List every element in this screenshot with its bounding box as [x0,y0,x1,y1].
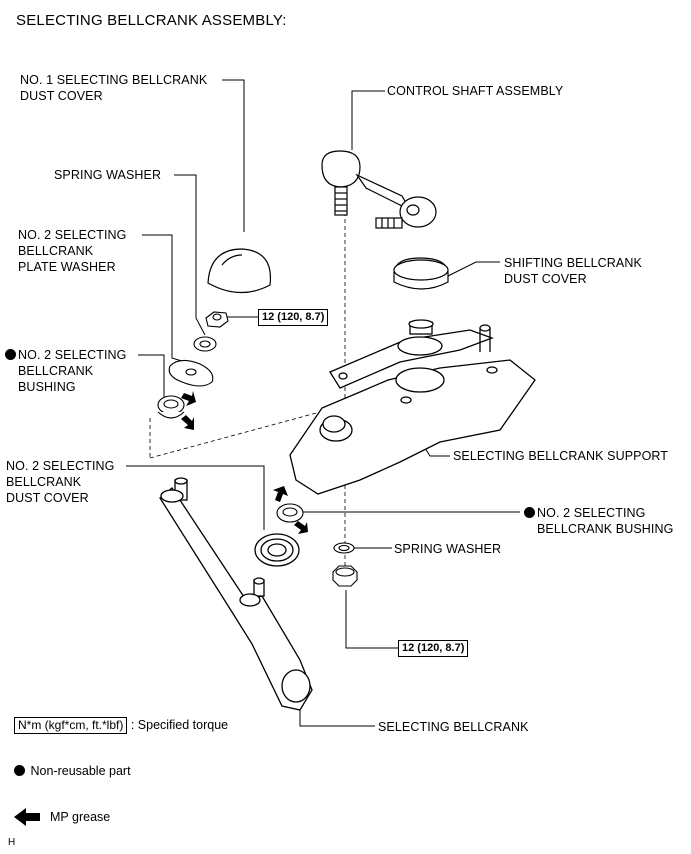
bushing-right-part [276,503,304,523]
legend-grease-arrow-icon [14,808,40,826]
label-bushing-left: NO. 2 SELECTING BELLCRANK BUSHING [5,347,126,395]
label-support: SELECTING BELLCRANK SUPPORT [453,449,669,463]
leader-torque-bottom [345,590,398,649]
torque-spec-bottom: 12 (120, 8.7) [398,640,469,657]
non-reusable-dot-icon [524,507,535,518]
label-bushing-right: NO. 2 SELECTING BELLCRANK BUSHING [524,505,673,537]
label-control-shaft: CONTROL SHAFT ASSEMBLY [387,84,564,98]
label-shifting-dust-cover: SHIFTING BELLCRANK DUST COVER [504,256,642,286]
label-dust-cover-2: NO. 2 SELECTING BELLCRANK DUST COVER [6,459,115,505]
leader-dust-cover-2 [126,465,265,530]
selecting-bellcrank-part [159,477,313,711]
spring-washer-top-part [193,336,217,352]
spring-washer-bottom-part [333,542,355,554]
legend-non-reusable: Non-reusable part [14,764,131,778]
leader-bellcrank [299,702,375,727]
dust-cover-2-part [254,533,300,567]
grease-arrows-right [273,486,308,534]
leader-shifting-cover [447,261,500,277]
dust-cover-1-part [207,248,272,294]
nut-bottom-part [332,565,358,587]
non-reusable-dot-icon [14,765,25,776]
leader-control-shaft [351,90,385,150]
nut-top-part [205,311,229,328]
bellcrank-support-part [289,319,536,495]
legend-grease: MP grease [50,810,111,824]
label-selecting-bellcrank: SELECTING BELLCRANK [378,720,529,734]
label-dust-cover-1: NO. 1 SELECTING BELLCRANK DUST COVER [20,73,208,103]
leader-plate-washer [142,234,186,363]
shifting-dust-cover-part [393,257,449,290]
control-shaft-part [321,150,437,229]
leader-spring-washer-top [174,174,206,336]
page-title: SELECTING BELLCRANK ASSEMBLY: [16,12,287,29]
grease-arrows-left [181,391,196,430]
label-bushing-right-text: NO. 2 SELECTING BELLCRANK BUSHING [537,506,674,536]
legend-non-reusable-text: Non-reusable part [30,764,131,778]
footer-code: H [8,837,16,848]
non-reusable-dot-icon [5,349,16,360]
label-spring-washer-top: SPRING WASHER [54,168,162,182]
torque-spec-top: 12 (120, 8.7) [258,309,329,326]
legend-torque-box: N*m (kgf*cm, ft.*lbf) [14,717,128,734]
legend-torque: N*m (kgf*cm, ft.*lbf) : Specified torque [14,717,228,734]
label-spring-washer-bottom: SPRING WASHER [394,542,502,556]
leader-bushing-left [138,354,165,400]
label-plate-washer: NO. 2 SELECTING BELLCRANK PLATE WASHER [18,228,127,274]
label-bushing-left-text: NO. 2 SELECTING BELLCRANK BUSHING [18,348,127,394]
leader-dust-cover-1 [222,79,245,232]
bushing-left-part [157,395,185,419]
axis-line-diagonal-1 [149,411,321,459]
plate-washer-part [168,359,214,387]
legend-torque-text: : Specified torque [130,718,229,732]
